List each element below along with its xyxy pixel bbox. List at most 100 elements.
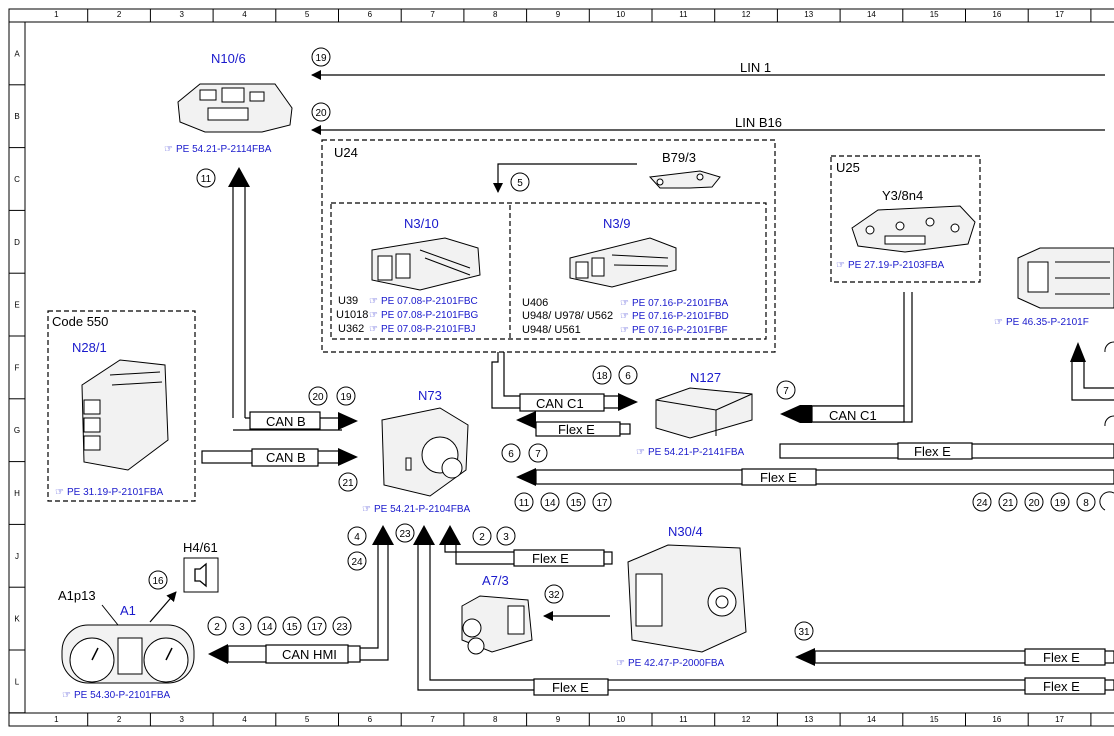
n3-9-ref-icon-0: ☞ xyxy=(620,298,629,309)
svg-text:23: 23 xyxy=(399,529,411,540)
grid-row-label: B xyxy=(14,112,19,121)
svg-text:14: 14 xyxy=(544,498,556,509)
y3-8n4-valve-body-icon xyxy=(851,205,976,253)
flexe-right-bottom-label-box xyxy=(1024,648,1106,666)
n3-10-code-2: U362 xyxy=(338,323,364,335)
grid-row-label: L xyxy=(15,677,20,686)
flexe-bottom-label-box xyxy=(533,678,609,696)
svg-text:3: 3 xyxy=(503,532,509,543)
grid-column-label: 10 xyxy=(616,10,625,19)
grid-column-label: 12 xyxy=(742,10,751,19)
marker-11-n10: 11 xyxy=(196,168,216,188)
n28-1-module-icon xyxy=(81,359,169,471)
n127-ref-icon: ☞ xyxy=(636,447,645,458)
grid-row-label: H xyxy=(14,489,20,498)
marker-17-hmi: 17 xyxy=(307,616,327,636)
marker-6-canc1: 6 xyxy=(618,365,638,385)
svg-text:20: 20 xyxy=(312,392,324,403)
marker-21-right: 21 xyxy=(998,492,1018,512)
canb-upper-label: CAN B xyxy=(266,414,306,429)
n3-10-code-1: U1018 xyxy=(336,309,368,321)
n3-9-label: N3/9 xyxy=(603,216,630,231)
n3-10-ecu-icon xyxy=(371,237,481,291)
grid-column-label: 7 xyxy=(430,715,435,724)
flexe-long-upper-label: Flex E xyxy=(914,444,951,459)
flexe-n127-label: Flex E xyxy=(558,422,595,437)
a7-3-actuator-icon xyxy=(461,595,533,655)
flexe-n30-riser xyxy=(444,545,514,565)
n3-9-ref-1: PE 07.16-P-2101FBD xyxy=(632,311,729,322)
n73-ref-icon: ☞ xyxy=(362,504,371,515)
svg-text:6: 6 xyxy=(508,449,514,460)
grid-column-label: 14 xyxy=(867,10,876,19)
grid-column-label: 12 xyxy=(742,715,751,724)
code550-box xyxy=(47,310,196,502)
marker-21: 21 xyxy=(338,472,358,492)
grid-column-label: 9 xyxy=(556,715,561,724)
svg-text:19: 19 xyxy=(1054,498,1066,509)
grid-column-label: 11 xyxy=(679,10,688,19)
n3-10-ref-icon-2: ☞ xyxy=(369,324,378,335)
grid-column-label: 2 xyxy=(117,10,122,19)
canb-lower-label: CAN B xyxy=(266,450,306,465)
svg-text:21: 21 xyxy=(342,478,354,489)
n3-10-label: N3/10 xyxy=(404,216,439,231)
n3-10-ref-2: PE 07.08-P-2101FBJ xyxy=(381,324,476,335)
marker-3-hmi: 3 xyxy=(232,616,252,636)
svg-text:24: 24 xyxy=(976,498,988,509)
y3-8n4-label: Y3/8n4 xyxy=(882,188,923,203)
grid-column-label: 13 xyxy=(804,10,813,19)
a1-ref: PE 54.30-P-2101FBA xyxy=(74,690,170,701)
svg-text:24: 24 xyxy=(351,557,363,568)
code550-label: Code 550 xyxy=(52,314,108,329)
flexe-bottom-label: Flex E xyxy=(552,680,589,695)
n28-1-label: N28/1 xyxy=(72,340,107,355)
svg-text:11: 11 xyxy=(519,498,530,509)
grid-column-label: 2 xyxy=(117,715,122,724)
n30-4-label: N30/4 xyxy=(668,524,703,539)
canhmi-label-box xyxy=(265,644,349,664)
marker-6-n73: 6 xyxy=(501,443,521,463)
flexe-bottom-right-label-box xyxy=(1024,677,1106,695)
marker-32: 32 xyxy=(544,584,564,604)
marker-4: 4 xyxy=(347,526,367,546)
canhmi-label: CAN HMI xyxy=(282,647,337,662)
n10-6-module-icon xyxy=(177,83,293,133)
grid-column-label: 1 xyxy=(54,10,59,19)
n127-ref: PE 54.21-P-2141FBA xyxy=(648,447,744,458)
grid-row-label: G xyxy=(14,426,20,435)
flexe-long-lower-label-box xyxy=(741,468,817,486)
marker-19-lin: 19 xyxy=(311,47,331,67)
grid-column-label: 16 xyxy=(992,715,1001,724)
grid-row-label: A xyxy=(14,49,20,58)
a1p13-label: A1p13 xyxy=(58,588,96,603)
right-edge-riser xyxy=(1071,362,1114,401)
marker-20-right: 20 xyxy=(1024,492,1044,512)
n28-1-ref: PE 31.19-P-2101FBA xyxy=(67,487,163,498)
grid-column-label: 1 xyxy=(54,715,59,724)
marker-31: 31 xyxy=(794,621,814,641)
n3-10-ref-1: PE 07.08-P-2101FBG xyxy=(381,310,478,321)
b79-3-sensor-icon xyxy=(648,170,721,189)
frame-border xyxy=(8,8,1114,727)
ecu-inner-box xyxy=(330,202,767,340)
n30-4-ref: PE 42.47-P-2000FBA xyxy=(628,658,724,669)
marker-2-hmi: 2 xyxy=(207,616,227,636)
svg-text:20: 20 xyxy=(315,108,327,119)
grid-column-label: 6 xyxy=(368,10,373,19)
a1-ref-icon: ☞ xyxy=(62,690,71,701)
u25-box xyxy=(830,155,981,283)
marker-11-n73: 11 xyxy=(514,492,534,512)
grid-column-label: 7 xyxy=(430,10,435,19)
flexe-bottom-right-label: Flex E xyxy=(1043,679,1080,694)
canb-lower-label-box xyxy=(251,448,319,467)
grid-row-label: J xyxy=(15,552,19,561)
grid-column-label: 9 xyxy=(556,10,561,19)
marker-8-right: 8 xyxy=(1076,492,1096,512)
svg-text:17: 17 xyxy=(596,498,608,509)
svg-text:15: 15 xyxy=(570,498,582,509)
flexe-bottom-riser xyxy=(417,545,540,691)
n30-4-abs-unit-icon xyxy=(627,544,747,653)
n3-10-ref-0: PE 07.08-P-2101FBC xyxy=(381,296,478,307)
